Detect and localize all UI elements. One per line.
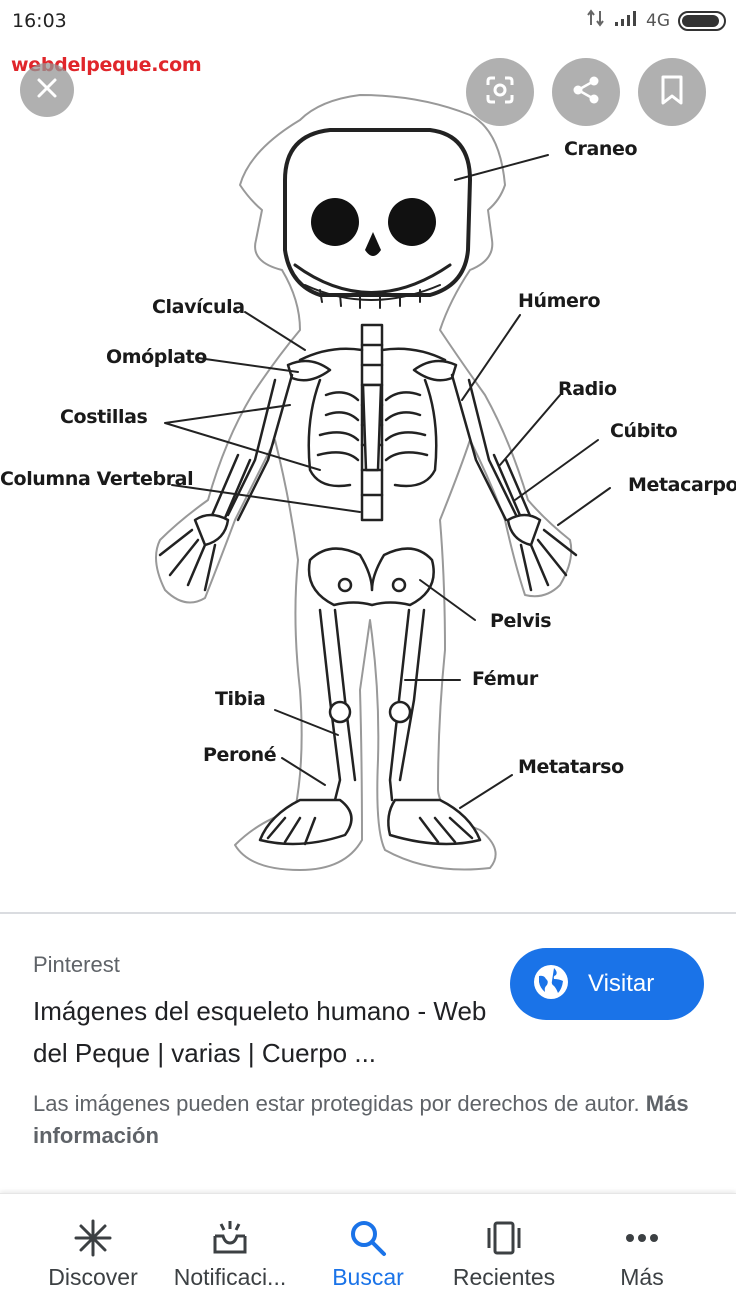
- lens-icon: [484, 74, 516, 111]
- label-humero: Húmero: [518, 290, 601, 312]
- source-name[interactable]: Pinterest: [33, 952, 120, 977]
- nav-notifications-label: Notificaci...: [173, 1264, 287, 1290]
- label-radio: Radio: [558, 378, 617, 400]
- label-metacarpo: Metacarpo: [628, 474, 736, 496]
- label-omoplato: Omóplato: [106, 346, 207, 368]
- label-femur: Fémur: [472, 668, 538, 690]
- result-title[interactable]: Imágenes del esqueleto humano - Web del …: [33, 996, 487, 1068]
- inbox-icon: [208, 1218, 252, 1258]
- close-button[interactable]: [20, 63, 74, 117]
- recents-icon: [482, 1218, 526, 1258]
- share-button[interactable]: [552, 58, 620, 126]
- label-craneo: Craneo: [564, 138, 638, 160]
- status-icons: 4G: [586, 9, 726, 32]
- nav-more-label: Más: [620, 1264, 664, 1290]
- nav-search-label: Buscar: [332, 1264, 404, 1290]
- label-perone: Peroné: [203, 744, 277, 766]
- more-icon: [620, 1218, 664, 1258]
- more-info-link[interactable]: Más información: [33, 1091, 689, 1148]
- nav-notifications[interactable]: Notificaci...: [160, 1194, 300, 1308]
- nav-discover[interactable]: Discover: [38, 1194, 148, 1308]
- globe-icon: [532, 963, 570, 1006]
- asterisk-icon: [71, 1218, 115, 1258]
- bookmark-icon: [658, 74, 686, 111]
- copyright-notice: Las imágenes pueden estar protegidas por…: [33, 1088, 693, 1152]
- nav-search[interactable]: Buscar: [318, 1194, 418, 1308]
- visit-button[interactable]: Visitar: [510, 948, 704, 1020]
- search-icon: [346, 1218, 390, 1258]
- notice-text: Las imágenes pueden estar protegidas por…: [33, 1091, 640, 1116]
- bookmark-button[interactable]: [638, 58, 706, 126]
- nav-recents[interactable]: Recientes: [440, 1194, 568, 1308]
- label-cubito: Cúbito: [610, 420, 678, 442]
- share-icon: [570, 74, 602, 111]
- nav-more[interactable]: Más: [596, 1194, 688, 1308]
- battery-icon: [678, 10, 726, 31]
- data-transfer-icon: [586, 9, 606, 32]
- label-metatarso: Metatarso: [518, 756, 624, 778]
- label-clavicula: Clavícula: [152, 296, 245, 318]
- network-type: 4G: [646, 10, 670, 31]
- status-bar: 16:03 4G: [0, 0, 736, 40]
- signal-icon: [614, 9, 638, 32]
- lens-button[interactable]: [466, 58, 534, 126]
- skeleton-illustration: [155, 94, 611, 871]
- visit-label: Visitar: [588, 970, 655, 997]
- label-costillas: Costillas: [60, 406, 148, 428]
- image-viewer[interactable]: webdelpeque.com Craneo Húmero Clavícula …: [0, 40, 736, 912]
- label-tibia: Tibia: [215, 688, 266, 710]
- nav-recents-label: Recientes: [452, 1264, 556, 1290]
- label-columna: Columna Vertebral: [0, 468, 194, 490]
- label-pelvis: Pelvis: [490, 610, 552, 632]
- close-icon: [35, 76, 59, 105]
- nav-discover-label: Discover: [48, 1264, 138, 1290]
- bottom-navigation: Discover Notificaci... Buscar Recientes …: [0, 1193, 736, 1308]
- status-time: 16:03: [12, 10, 67, 32]
- divider: [0, 912, 736, 914]
